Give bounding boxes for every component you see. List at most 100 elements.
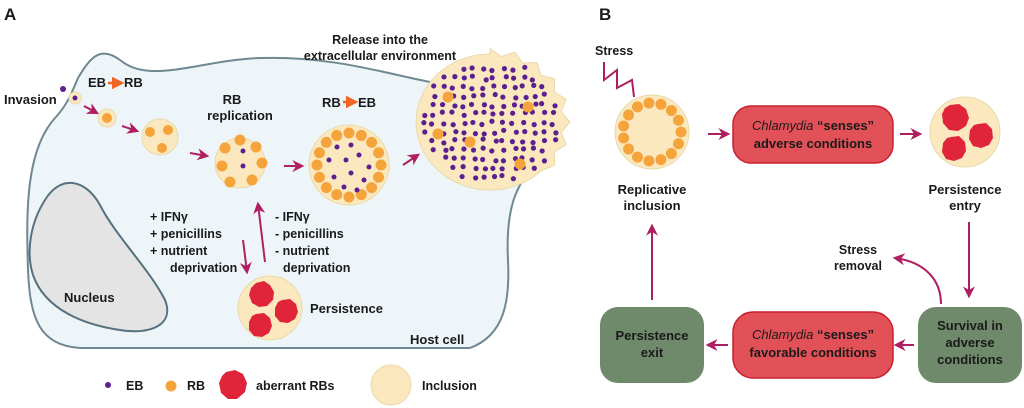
eb-particle xyxy=(531,122,537,128)
condition-ifn-removed: - IFNγ xyxy=(275,210,310,224)
eb-particle xyxy=(510,110,516,116)
eb-particle xyxy=(459,173,465,180)
eb-particle xyxy=(539,148,545,154)
rb-particle xyxy=(343,127,355,139)
svg-text:Chlamydia “senses”: Chlamydia “senses” xyxy=(752,118,874,133)
legend-aberrant-rb-icon xyxy=(219,370,247,399)
condition-nutrient: + nutrient xyxy=(150,244,208,258)
eb-particle xyxy=(499,110,505,117)
eb-particle xyxy=(439,109,445,115)
eb-particle xyxy=(462,120,468,127)
rb-particle xyxy=(313,147,325,159)
eb-particle xyxy=(334,144,340,150)
eb-particle xyxy=(421,120,427,126)
eb-particle xyxy=(460,83,466,90)
rb-particle xyxy=(366,136,378,148)
eb-particle xyxy=(489,148,495,154)
eb-particle xyxy=(452,137,458,143)
rb-particle xyxy=(320,182,332,194)
eb-particle xyxy=(481,109,487,115)
eb-particle xyxy=(539,84,545,90)
eb-particle xyxy=(452,103,458,109)
eb-particle xyxy=(500,94,506,100)
eb-particle xyxy=(441,83,447,89)
eb-particle xyxy=(443,147,449,153)
eb-particle xyxy=(522,128,528,135)
eb-particle xyxy=(449,146,455,152)
survival-line2: adverse xyxy=(945,335,994,350)
eb-particle xyxy=(341,184,347,190)
nucleus xyxy=(28,182,169,333)
rb-particle xyxy=(102,113,112,123)
eb-particle xyxy=(479,121,485,128)
eb-particle xyxy=(450,122,456,128)
eb-particle xyxy=(550,109,557,116)
rb-particle xyxy=(665,104,677,116)
release-label-1: Release into the xyxy=(332,33,428,47)
condition-deprivation-removed: deprivation xyxy=(283,261,350,275)
legend-inclusion-icon xyxy=(370,364,412,406)
eb-particle xyxy=(453,129,459,135)
eb-particle xyxy=(366,164,372,170)
eb-particle xyxy=(431,83,437,89)
rb-replication-label-1: RB xyxy=(223,92,242,107)
eb-particle xyxy=(513,129,519,135)
eb-particle xyxy=(470,147,477,153)
eb-particle xyxy=(552,103,558,109)
eb-particle xyxy=(432,93,438,100)
eb-particle xyxy=(429,137,435,144)
senses-favorable-rest: “senses” xyxy=(813,327,874,342)
senses-favorable-line2: favorable conditions xyxy=(749,345,876,360)
eb-particle xyxy=(520,146,527,152)
eb-particle xyxy=(492,91,498,98)
eb-particle xyxy=(500,158,507,164)
eb-particle xyxy=(499,166,505,172)
eb-particle xyxy=(510,67,516,73)
eb-particle xyxy=(422,129,428,135)
rb-particle xyxy=(522,101,534,113)
eb-particle xyxy=(452,74,458,80)
eb-particle xyxy=(533,101,539,107)
senses-adverse-box: Chlamydia “senses” adverse conditions xyxy=(732,105,894,164)
rb-label: RB xyxy=(124,75,143,90)
eb-particle xyxy=(522,74,528,80)
eb-particle xyxy=(473,109,479,116)
rb-particle xyxy=(655,154,667,166)
eb-particle xyxy=(509,139,516,145)
rb-particle xyxy=(618,132,630,144)
eb-particle xyxy=(519,83,525,89)
eb-particle xyxy=(541,129,547,135)
eb-particle xyxy=(541,91,547,97)
eb-particle xyxy=(541,120,547,126)
svg-text:Chlamydia “senses”: Chlamydia “senses” xyxy=(752,327,874,342)
rb-particle xyxy=(331,129,343,141)
eb-particle xyxy=(461,146,467,152)
eb-particle xyxy=(441,74,447,80)
persistence-label: Persistence xyxy=(310,301,383,316)
eb-particle xyxy=(491,173,498,180)
eb-particle xyxy=(510,176,516,182)
release-label-2: extracellular environment xyxy=(304,49,457,63)
eb-particle xyxy=(541,158,548,164)
eb-particle xyxy=(510,75,517,81)
eb-particle xyxy=(461,94,467,100)
eb-particle xyxy=(348,170,354,176)
flow-arrow xyxy=(402,153,420,166)
eb-particle xyxy=(451,155,457,161)
eb-particle xyxy=(489,67,495,74)
eb-particle xyxy=(489,75,495,81)
eb-particle xyxy=(473,175,479,181)
eb-particle xyxy=(539,101,545,107)
rb-particle xyxy=(672,114,684,126)
eb-particle xyxy=(553,137,559,143)
host-cell-label: Host cell xyxy=(410,332,464,347)
eb-particle xyxy=(461,66,467,72)
rb-particle xyxy=(313,171,325,183)
eb-particle xyxy=(532,93,538,100)
flow-arrow xyxy=(121,122,140,134)
rb-particle xyxy=(320,136,332,148)
senses-adverse-line2: adverse conditions xyxy=(754,136,872,151)
eb-particle xyxy=(460,164,466,170)
rb-particle xyxy=(432,128,444,140)
